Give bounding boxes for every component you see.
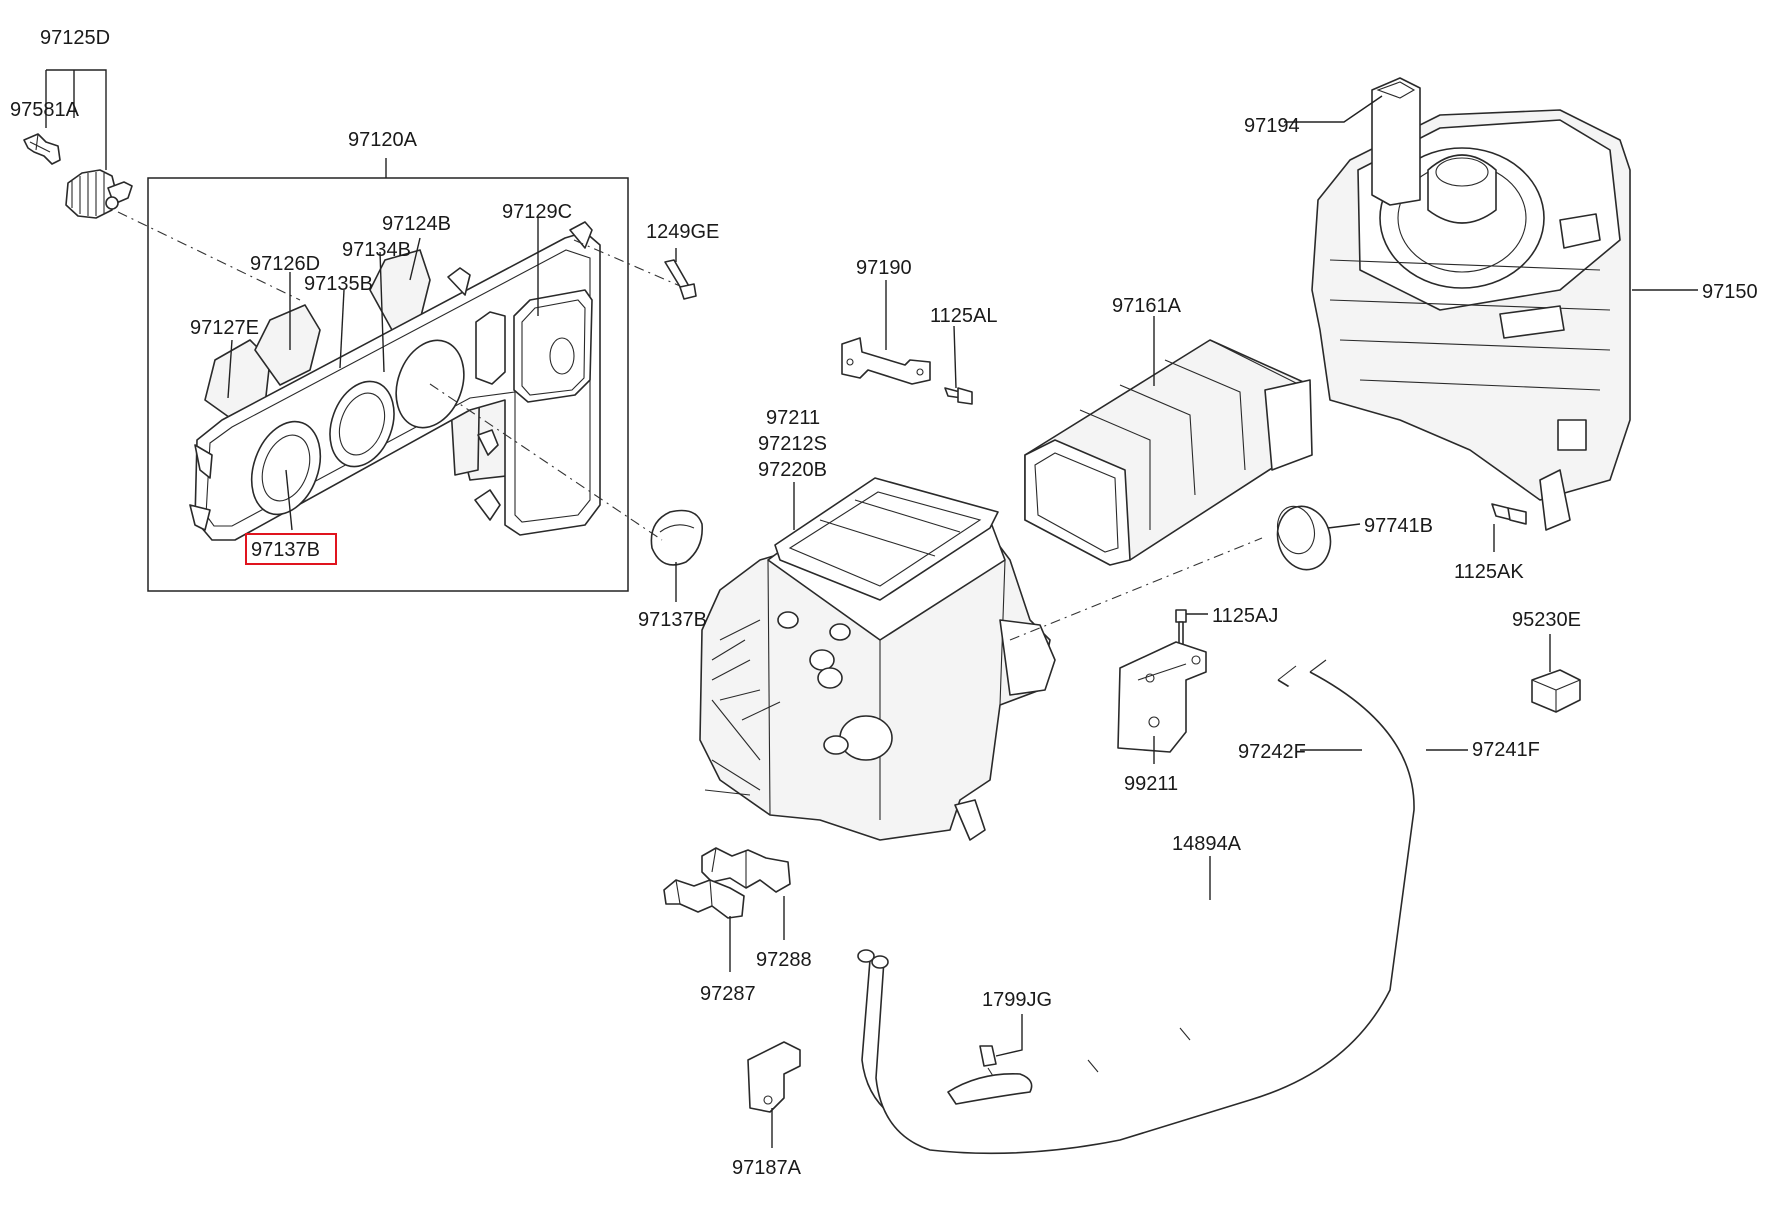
part-label-97220b[interactable]: 97220B — [758, 459, 827, 481]
part-label-97137b-highlighted[interactable]: 97137B — [251, 539, 320, 561]
part-label-97134b[interactable]: 97134B — [342, 239, 411, 261]
centerline — [1009, 537, 1263, 641]
bracket-99211-part[interactable] — [1117, 641, 1207, 753]
screw-1125al-part[interactable] — [944, 387, 973, 405]
part-label-97124b[interactable]: 97124B — [382, 213, 451, 235]
blower-unit-part[interactable] — [1311, 77, 1631, 531]
heater-unit-part[interactable] — [699, 477, 1056, 841]
knob-part[interactable] — [650, 509, 703, 566]
part-label-97126d[interactable]: 97126D — [250, 253, 320, 275]
part-label-97125d[interactable]: 97125D — [40, 27, 110, 49]
part-label-1799jg[interactable]: 1799JG — [982, 989, 1052, 1011]
seal-ring-part[interactable] — [1271, 500, 1338, 575]
part-label-1249ge[interactable]: 1249GE — [646, 221, 719, 243]
part-label-97129c[interactable]: 97129C — [502, 201, 572, 223]
part-label-97161a[interactable]: 97161A — [1112, 295, 1182, 317]
highlight-box — [245, 533, 337, 565]
screw-1249ge-part[interactable] — [664, 259, 697, 300]
part-label-97150[interactable]: 97150 — [1702, 281, 1758, 303]
part-label-1125aj[interactable]: 1125AJ — [1212, 605, 1278, 627]
part-label-97137b[interactable]: 97137B — [638, 609, 707, 631]
part-label-97187a[interactable]: 97187A — [732, 1157, 802, 1179]
relay-95230e-part[interactable] — [1531, 669, 1581, 713]
assembly-frame — [147, 177, 629, 592]
part-label-97211[interactable]: 97211 — [766, 407, 820, 429]
part-label-97581a[interactable]: 97581A — [10, 99, 80, 121]
hose-pair-part[interactable] — [857, 659, 1415, 1155]
bracket-97187a-part[interactable] — [747, 1041, 801, 1113]
cable-tie-part[interactable] — [947, 1045, 1033, 1105]
part-label-97288[interactable]: 97288 — [756, 949, 812, 971]
screw-1125aj-part[interactable] — [1175, 609, 1187, 649]
part-label-97212s[interactable]: 97212S — [758, 433, 827, 455]
centerline — [573, 239, 681, 287]
centerline — [429, 383, 663, 541]
clamp-97287-part[interactable] — [663, 879, 745, 919]
part-label-14894a[interactable]: 14894A — [1172, 833, 1242, 855]
part-label-97135b[interactable]: 97135B — [304, 273, 373, 295]
part-label-97741b[interactable]: 97741B — [1364, 515, 1433, 537]
part-label-97127e[interactable]: 97127E — [190, 317, 259, 339]
part-label-1125al[interactable]: 1125AL — [930, 305, 997, 327]
part-label-99211[interactable]: 99211 — [1124, 773, 1178, 795]
part-label-97241f[interactable]: 97241F — [1472, 739, 1540, 761]
part-label-1125ak[interactable]: 1125AK — [1454, 561, 1524, 583]
part-label-97242f[interactable]: 97242F — [1238, 741, 1306, 763]
bracket-97190-part[interactable] — [841, 337, 931, 385]
duct-97161a-part[interactable] — [1024, 339, 1313, 566]
part-label-97194[interactable]: 97194 — [1244, 115, 1300, 137]
leader-lines — [45, 69, 1698, 1148]
part-label-95230e[interactable]: 95230E — [1512, 609, 1581, 631]
part-label-97287[interactable]: 97287 — [700, 983, 756, 1005]
screw-1125ak-part[interactable] — [1491, 503, 1527, 525]
part-label-97120a[interactable]: 97120A — [348, 129, 418, 151]
clip-part[interactable] — [23, 133, 61, 165]
control-panel-part[interactable] — [189, 221, 601, 541]
part-label-97190[interactable]: 97190 — [856, 257, 912, 279]
actuator-motor-part[interactable] — [65, 169, 133, 219]
